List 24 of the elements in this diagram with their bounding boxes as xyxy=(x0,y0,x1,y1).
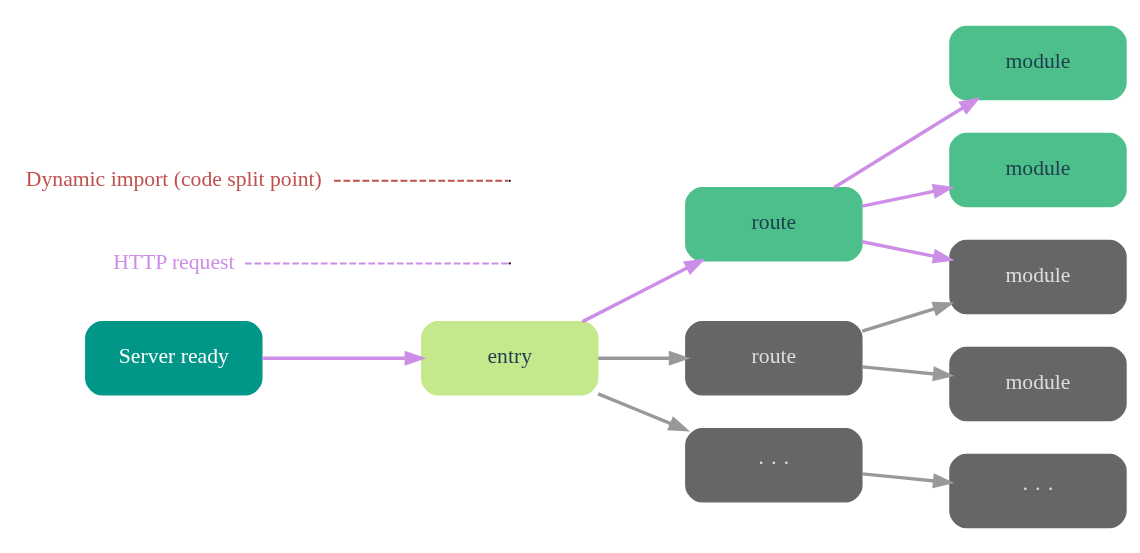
arrow xyxy=(598,350,691,366)
connector xyxy=(333,179,509,182)
arrow xyxy=(862,364,955,381)
node-box: module xyxy=(949,239,1127,314)
arrow xyxy=(581,257,706,323)
node-box: route xyxy=(685,320,863,395)
node-box: Server ready xyxy=(85,320,263,395)
node-box: route xyxy=(685,186,863,261)
arrow xyxy=(262,350,427,366)
node-text: Dynamic import (code split point) xyxy=(25,166,322,191)
node-box: entry xyxy=(421,320,599,395)
node-box: module xyxy=(949,132,1127,207)
arrow xyxy=(862,471,955,488)
arrow xyxy=(861,301,955,333)
connector xyxy=(245,261,509,264)
node-text: HTTP request xyxy=(113,249,235,274)
node-box: · · · xyxy=(949,453,1127,528)
node-box: module xyxy=(949,346,1127,421)
arrow xyxy=(833,96,981,189)
node-box: module xyxy=(949,25,1127,100)
arrow xyxy=(861,239,955,264)
arrow xyxy=(861,183,955,208)
arrow xyxy=(597,391,691,432)
node-box: · · · xyxy=(685,427,863,503)
